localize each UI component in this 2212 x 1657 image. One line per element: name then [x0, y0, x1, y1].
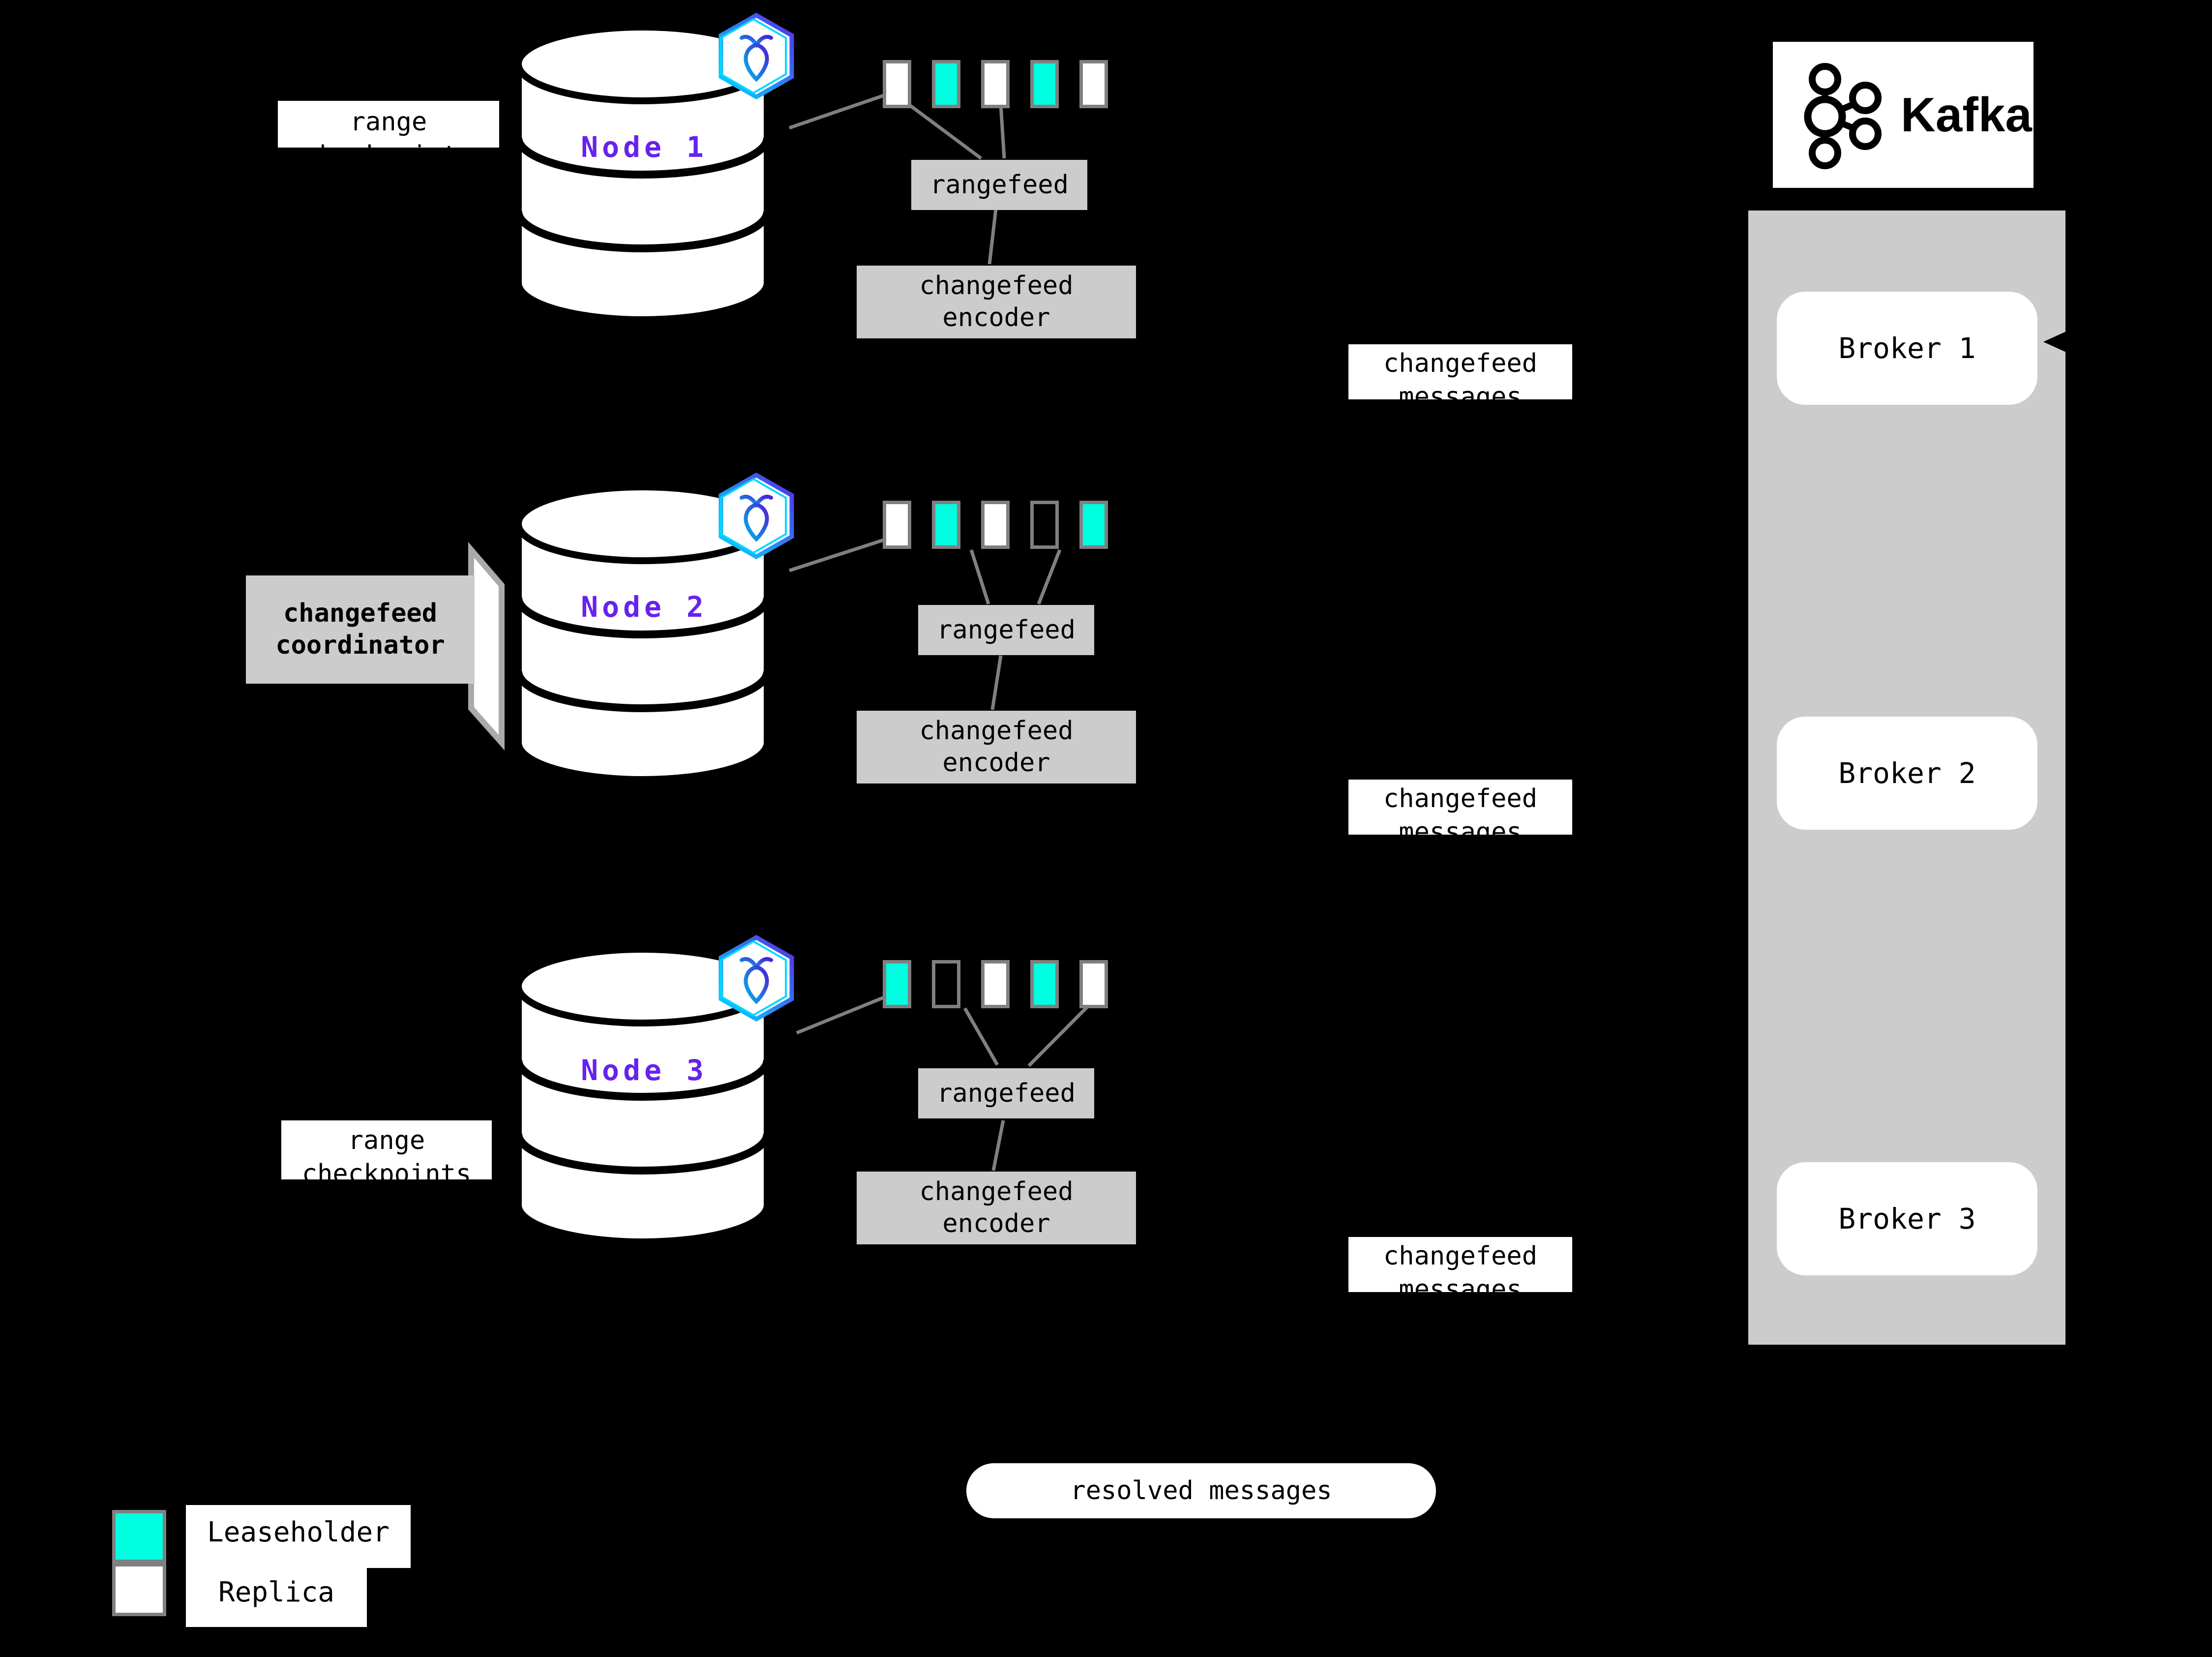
changefeed-messages-box-3: changefeed messages	[1348, 1237, 1572, 1304]
cockroachdb-logo	[718, 934, 794, 1022]
node1-rangefeed-box[interactable]: rangefeed	[911, 160, 1087, 210]
range-replica[interactable]	[1079, 60, 1108, 108]
range-replica[interactable]	[883, 501, 911, 549]
connector-range2-to-rangefeed-n2	[969, 549, 990, 605]
connector-rangefeed-to-encoder-n3	[991, 1120, 1005, 1171]
resolved-messages-pill[interactable]: resolved messages	[966, 1463, 1436, 1518]
node3-range-checkpoints-box: range checkpoints	[281, 1120, 492, 1189]
changefeed-messages-box-1: changefeed messages	[1348, 344, 1572, 412]
legend-label-replica: Replica	[218, 1576, 335, 1608]
broker-2-label: Broker 2	[1838, 756, 1976, 790]
node3-rangefeed-box[interactable]: rangefeed	[918, 1068, 1094, 1118]
range-leaseholder[interactable]	[932, 60, 960, 108]
changefeed-messages-label-1: changefeed messages	[1383, 349, 1538, 412]
connector-node2-to-ranges	[788, 535, 894, 572]
changefeed-messages-label-3: changefeed messages	[1383, 1241, 1538, 1304]
legend-label-box-leaseholder: Leaseholder	[186, 1505, 411, 1568]
node1-range-checkpoints-label: range checkpoints	[303, 107, 474, 170]
broker-inbound-arrow-icon	[2043, 330, 2070, 354]
node1-rangefeed-label: rangefeed	[930, 170, 1069, 200]
node3-label: Node 3	[581, 1054, 708, 1087]
node1-range-checkpoints-box: range checkpoints	[278, 101, 499, 170]
node2-rangefeed-label: rangefeed	[937, 615, 1076, 645]
node2-changefeed-encoder-box[interactable]: changefeed encoder	[857, 711, 1136, 783]
node3-rangefeed-label: rangefeed	[937, 1078, 1076, 1108]
range-leaseholder[interactable]	[1030, 960, 1059, 1008]
kafka-logo-card: Kafka	[1773, 42, 2033, 188]
node1-label: Node 1	[581, 130, 708, 164]
kafka-wordmark: Kafka	[1901, 88, 2032, 142]
node3-range-checkpoints-label: range checkpoints	[301, 1126, 472, 1189]
node3-cylinder	[514, 946, 771, 1245]
coordinator-panel	[468, 542, 505, 751]
connector-range3-to-rangefeed-n1	[999, 104, 1006, 159]
cockroachdb-logo	[718, 472, 794, 560]
connector-range3-to-rangefeed-n3	[963, 1007, 999, 1066]
range-leaseholder[interactable]	[932, 501, 960, 549]
legend-swatch-replica	[112, 1563, 166, 1616]
legend-label-box-replica: Replica	[186, 1568, 367, 1627]
range-empty[interactable]	[1030, 501, 1059, 549]
connector-range1-to-rangefeed-n1	[902, 99, 983, 160]
node3-changefeed-encoder-box[interactable]: changefeed encoder	[857, 1172, 1136, 1244]
broker-3[interactable]: Broker 3	[1777, 1162, 2037, 1275]
node1-cylinder	[514, 24, 771, 323]
broker-1-label: Broker 1	[1838, 331, 1976, 365]
node3-changefeed-encoder-label: changefeed encoder	[919, 1177, 1074, 1238]
connector-range5-to-rangefeed-n3	[1027, 1002, 1092, 1067]
range-leaseholder[interactable]	[883, 960, 911, 1008]
changefeed-messages-label-2: changefeed messages	[1383, 784, 1538, 847]
connector-range4-to-rangefeed-n2	[1037, 549, 1062, 605]
range-replica[interactable]	[981, 60, 1010, 108]
broker-2[interactable]: Broker 2	[1777, 717, 2037, 830]
range-replica[interactable]	[1079, 960, 1108, 1008]
range-replica[interactable]	[981, 960, 1010, 1008]
connector-rangefeed-to-encoder-n1	[987, 209, 998, 265]
broker-3-label: Broker 3	[1838, 1202, 1976, 1235]
cockroachdb-logo	[718, 12, 794, 100]
connector-node3-to-ranges	[796, 993, 892, 1035]
legend-swatch-leaseholder	[112, 1510, 166, 1563]
node1-changefeed-encoder-box[interactable]: changefeed encoder	[857, 266, 1136, 338]
changefeed-messages-box-2: changefeed messages	[1348, 780, 1572, 847]
node1-changefeed-encoder-label: changefeed encoder	[919, 271, 1074, 332]
connector-rangefeed-to-encoder-n2	[990, 655, 1003, 710]
node2-changefeed-encoder-label: changefeed encoder	[919, 716, 1074, 778]
range-leaseholder[interactable]	[1030, 60, 1059, 108]
node2-cylinder	[514, 483, 771, 783]
resolved-messages-label: resolved messages	[1070, 1476, 1332, 1506]
kafka-logo	[1804, 63, 1882, 169]
range-replica[interactable]	[883, 60, 911, 108]
node2-changefeed-coordinator-label: changefeed coordinator	[275, 599, 445, 660]
range-empty[interactable]	[932, 960, 960, 1008]
node2-changefeed-coordinator-box[interactable]: changefeed coordinator	[246, 575, 475, 684]
range-replica[interactable]	[981, 501, 1010, 549]
broker-1[interactable]: Broker 1	[1777, 292, 2037, 405]
legend-label-leaseholder: Leaseholder	[207, 1516, 389, 1548]
connector-node1-to-ranges	[788, 90, 894, 130]
node2-label: Node 2	[581, 590, 708, 624]
range-leaseholder[interactable]	[1079, 501, 1108, 549]
node2-rangefeed-box[interactable]: rangefeed	[918, 605, 1094, 655]
